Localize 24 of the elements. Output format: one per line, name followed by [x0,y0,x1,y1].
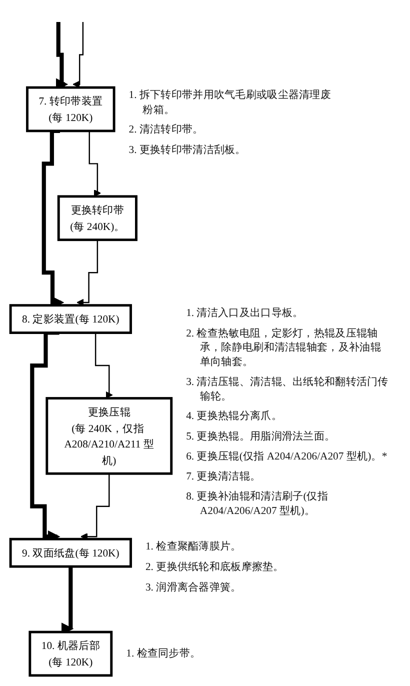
instruction-text: 1. 拆下转印带并用吹气毛刷或吸尘器清理废粉箱。 [128,88,332,116]
instruction-text: 2. 检查热敏电阻，定影灯，热辊及压辊轴承，除静电刷和清洁辊轴套，及补油辊单向轴套。 [186,325,382,369]
node-box: 8. 定影装置(每 120K) [9,304,132,334]
instruction-text: 8. 更换补油辊和清洁刷子(仅指 A204/A206/A207 型机)。 [186,489,330,518]
instruction-text: 1. 检查聚酯薄膜片。 [145,539,242,554]
node-box: 更换转印带 (每 240K)。 [57,195,138,242]
arrow [80,472,110,540]
instruction-text: 5. 更换热辊。用脂润滑法兰面。 [186,428,336,444]
node-box: 10. 机器后部 (每 120K) [28,630,113,677]
node-box: 7. 转印带装置 (每 120K) [26,86,116,132]
instruction-text: 1. 检查同步带。 [126,646,202,661]
instruction-text: 2. 清洁转印带。 [128,122,204,136]
instruction-text: 4. 更换热辊分离爪。 [186,408,283,424]
instruction-text: 1. 清洁入口及出口导板。 [186,305,304,320]
node-box: 9. 双面纸盘(每 120K) [9,538,132,568]
instruction-text: 3. 更换转印带清洁刮板。 [128,142,247,156]
instruction-text: 3. 润滑离合器弹簧。 [145,579,242,594]
instruction-text: 3. 清洁压辊、清洁辊、出纸轮和翻转活门传输轮。 [186,374,390,403]
arrow [76,239,98,306]
instruction-text: 7. 更换清洁辊。 [186,469,262,484]
node-box: 更换压辊 (每 240K，仅指 A208/A210/A211 型机) [46,397,173,475]
instruction-text: 6. 更换压辊(仅指 A204/A206/A207 型机)。* [186,448,388,464]
arrow [72,21,84,88]
instruction-text: 2. 更换供纸轮和底板摩擦垫。 [145,559,285,574]
